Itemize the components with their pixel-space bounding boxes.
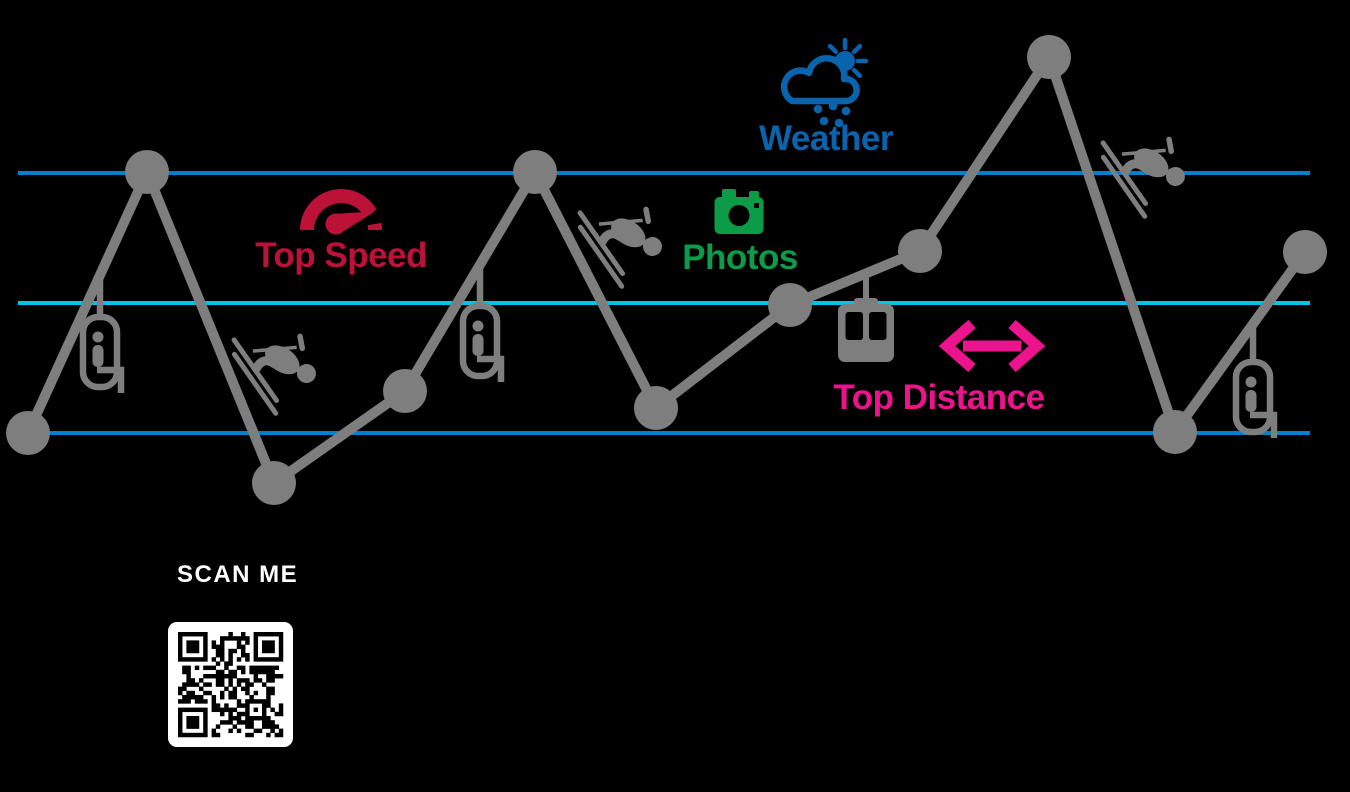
- chairlift-icon: [79, 279, 125, 393]
- path-node: [1153, 410, 1197, 454]
- path-node: [513, 150, 557, 194]
- weather-icon: [780, 37, 869, 128]
- top-distance-label: Top Distance: [833, 378, 1045, 417]
- skier-icon: [1100, 136, 1185, 219]
- path-node: [1283, 230, 1327, 274]
- chairlift-icon: [1232, 324, 1278, 438]
- skier-icon: [231, 333, 316, 416]
- path-node: [383, 369, 427, 413]
- path-node: [252, 461, 296, 505]
- path-node: [634, 386, 678, 430]
- camera-icon: [714, 189, 764, 234]
- weather-label: Weather: [759, 119, 893, 158]
- photos-label: Photos: [682, 238, 798, 277]
- speedometer-icon: [300, 189, 382, 235]
- gondola-icon: [838, 272, 894, 362]
- path-node: [768, 283, 812, 327]
- double-arrow-icon: [938, 319, 1046, 373]
- skier-icon: [577, 206, 662, 289]
- scan-me-label: SCAN ME: [177, 561, 299, 588]
- top-speed-label: Top Speed: [255, 236, 427, 275]
- path-node: [6, 411, 50, 455]
- path-node: [125, 150, 169, 194]
- path-node: [898, 229, 942, 273]
- chairlift-icon: [459, 268, 505, 382]
- qr-code: [168, 622, 293, 747]
- path-node: [1027, 35, 1071, 79]
